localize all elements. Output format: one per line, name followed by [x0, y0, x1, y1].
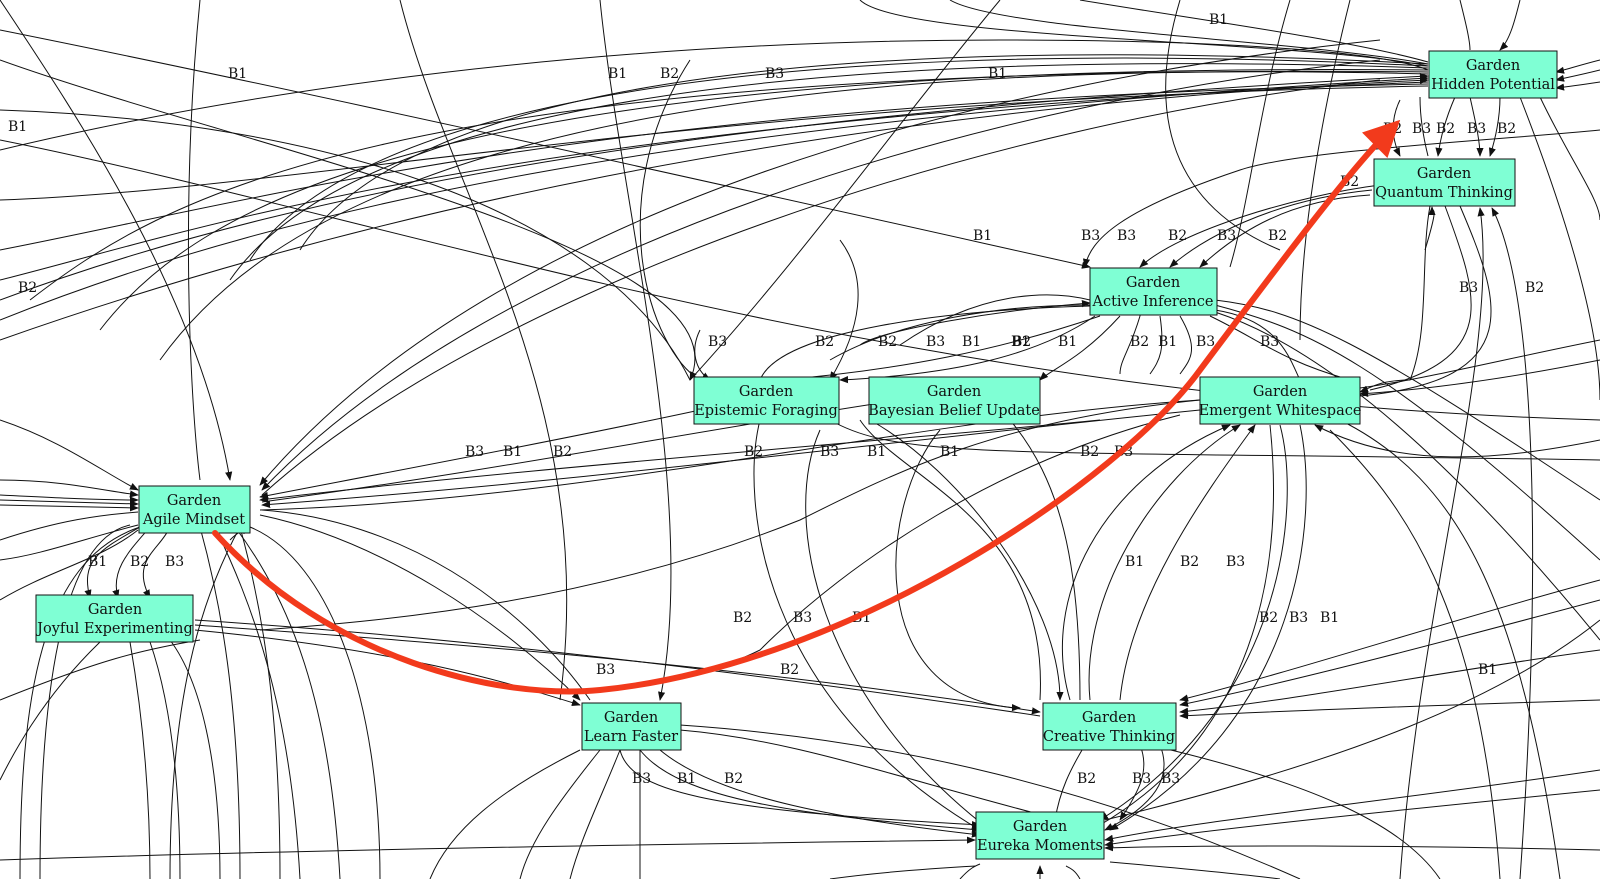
node-line1: Garden	[88, 602, 142, 618]
edge-label: B2	[1080, 444, 1099, 460]
node-active-inference[interactable]: Garden Active Inference	[1089, 267, 1218, 316]
node-line1: Garden	[1417, 166, 1471, 182]
edge-label: B3	[926, 334, 945, 350]
edge-label: B3	[1132, 771, 1151, 787]
edge-label: B3	[1161, 771, 1180, 787]
node-quantum-thinking[interactable]: Garden Quantum Thinking	[1373, 158, 1516, 207]
edge-label: B3	[165, 554, 184, 570]
node-line2: Quantum Thinking	[1375, 185, 1513, 201]
node-hidden-potential[interactable]: Garden Hidden Potential	[1428, 50, 1558, 99]
edge-label: B2	[878, 334, 897, 350]
edge-label: B3	[632, 771, 651, 787]
node-line2: Agile Mindset	[142, 512, 245, 528]
edge-label: B1	[988, 66, 1007, 82]
edge-label: B3	[1196, 334, 1215, 350]
edge-label: B3	[820, 444, 839, 460]
edge-label: B2	[1259, 610, 1278, 626]
edge-label: B2	[660, 66, 679, 82]
node-line2: Creative Thinking	[1043, 729, 1175, 745]
edge-label: B1	[88, 554, 107, 570]
edge-label: B2	[1077, 771, 1096, 787]
edge-label: B2	[1436, 121, 1455, 137]
node-line1: Garden	[1253, 384, 1307, 400]
edge-label: B2	[1130, 334, 1149, 350]
edge-label: B2	[780, 662, 799, 678]
edge-label: B3	[1117, 228, 1136, 244]
edge-label: B2	[18, 280, 37, 296]
edge-label: B1	[940, 444, 959, 460]
node-line2: Joyful Experimenting	[35, 621, 193, 637]
node-line2: Active Inference	[1091, 294, 1213, 310]
edge-label: B1	[1478, 662, 1497, 678]
node-line2: Learn Faster	[584, 729, 678, 745]
edge-label: B3	[1467, 121, 1486, 137]
edge-label: B2	[553, 444, 572, 460]
edge-label: B1	[1320, 610, 1339, 626]
edge-label: B3	[596, 662, 615, 678]
edge-label: B2	[1525, 280, 1544, 296]
edge-label: B1	[1158, 334, 1177, 350]
edge-label: B2	[1168, 228, 1187, 244]
edge-label: B1	[973, 228, 992, 244]
node-agile-mindset[interactable]: Garden Agile Mindset	[138, 485, 251, 534]
node-line2: Eureka Moments	[977, 838, 1103, 854]
node-line1: Garden	[1126, 275, 1180, 291]
node-eureka-moments[interactable]: Garden Eureka Moments	[975, 811, 1105, 860]
node-joyful-experimenting[interactable]: Garden Joyful Experimenting	[35, 594, 194, 643]
edge-label: B1	[228, 66, 247, 82]
edge-label: B3	[1081, 228, 1100, 244]
node-line1: Garden	[1082, 710, 1136, 726]
edge-label: B3	[1217, 228, 1236, 244]
edge-label: B1	[962, 334, 981, 350]
edge-label: B1	[867, 444, 886, 460]
node-line2: Emergent Whitespace	[1199, 403, 1362, 419]
edge-label: B1	[1058, 334, 1077, 350]
edge-label: B1	[1125, 554, 1144, 570]
edge-label: B1	[503, 444, 522, 460]
node-learn-faster[interactable]: Garden Learn Faster	[581, 702, 682, 751]
node-line2: Hidden Potential	[1431, 77, 1555, 93]
highlight-arrow	[212, 119, 1401, 695]
edge-label: B3	[1289, 610, 1308, 626]
edge-label: B3	[1459, 280, 1478, 296]
edge-label: B2	[1497, 121, 1516, 137]
edge-label: B1	[608, 66, 627, 82]
edge-label: B1	[677, 771, 696, 787]
node-line1: Garden	[167, 493, 221, 509]
edge-label: B3	[793, 610, 812, 626]
edge-label: B2	[724, 771, 743, 787]
edge-label: B2	[130, 554, 149, 570]
edge-label: B2	[733, 610, 752, 626]
node-line2: Epistemic Foraging	[694, 403, 838, 419]
node-line1: Garden	[1013, 819, 1067, 835]
node-emergent-whitespace[interactable]: Garden Emergent Whitespace	[1199, 376, 1362, 425]
edge-label: B2	[1012, 334, 1031, 350]
node-line1: Garden	[739, 384, 793, 400]
node-bayesian-belief-update[interactable]: Garden Bayesian Belief Update	[868, 376, 1041, 425]
node-line2: Bayesian Belief Update	[868, 403, 1040, 419]
edge-label: B2	[815, 334, 834, 350]
node-epistemic-foraging[interactable]: Garden Epistemic Foraging	[693, 376, 840, 425]
node-line1: Garden	[604, 710, 658, 726]
edge-label: B1	[1209, 12, 1228, 28]
node-line1: Garden	[1466, 58, 1520, 74]
edge-label: B2	[1268, 228, 1287, 244]
edge-label: B3	[708, 334, 727, 350]
edge-label: B1	[8, 119, 27, 135]
edge-label: B3	[1260, 334, 1279, 350]
edge-label: B2	[1180, 554, 1199, 570]
edge-label: B3	[765, 66, 784, 82]
edge-label: B3	[1412, 121, 1431, 137]
edge-label: B3	[465, 444, 484, 460]
node-layer: Garden Hidden Potential Garden Quantum T…	[35, 50, 1558, 860]
node-line1: Garden	[927, 384, 981, 400]
edge-label: B1	[1011, 334, 1030, 350]
edge-label: B2	[744, 444, 763, 460]
node-creative-thinking[interactable]: Garden Creative Thinking	[1042, 702, 1177, 751]
edge-label: B3	[1226, 554, 1245, 570]
